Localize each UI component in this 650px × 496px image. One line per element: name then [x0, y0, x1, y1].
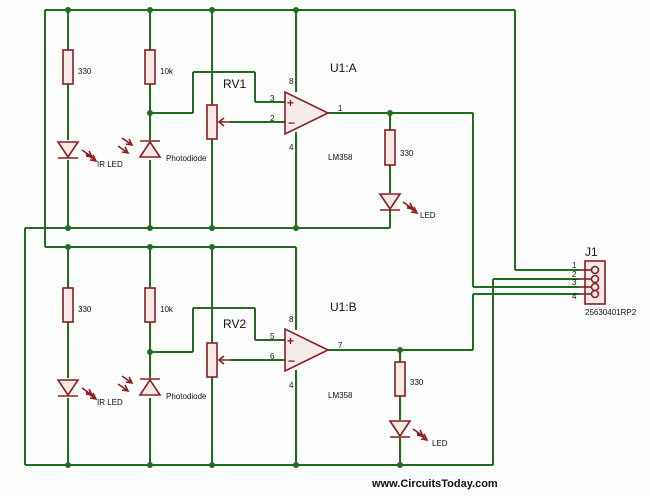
resistor-r2-top [144, 49, 156, 85]
u1b-pin-plus: 5 [270, 332, 275, 341]
u1b-part-label: LM358 [328, 391, 353, 400]
ir-led-top-label: IR LED [97, 160, 123, 169]
u1b-label: U1:B [330, 300, 357, 314]
photodiode-bottom-label: Photodiode [166, 392, 207, 401]
led-output-bottom [388, 420, 429, 442]
u1a-pin-vcc: 8 [289, 77, 294, 86]
r2-bottom-label: 10k [160, 305, 174, 314]
r3-top-label: 330 [400, 149, 414, 158]
ir-led-top [56, 141, 98, 163]
opamp-u1a-plus-sign: + [287, 96, 294, 110]
photodiode-bottom [117, 375, 162, 396]
potentiometer-rv2 [206, 342, 230, 378]
j1-pin-2: 2 [572, 270, 577, 279]
opamp-u1b [284, 327, 330, 373]
u1a-pin-gnd: 4 [289, 143, 294, 152]
opamp-u1b-minus-sign: − [288, 354, 295, 368]
u1a-pin-minus: 2 [270, 114, 275, 123]
r1-top-label: 330 [78, 67, 92, 76]
r1-bottom-label: 330 [78, 305, 92, 314]
resistor-r1-bottom [62, 287, 74, 323]
resistor-r3-top [384, 129, 396, 166]
u1b-pin-vcc: 8 [289, 315, 294, 324]
u1a-pin-plus: 3 [270, 94, 275, 103]
junction-dots [65, 7, 403, 468]
led-output-top [378, 193, 419, 215]
led-output-bottom-label: LED [432, 439, 448, 448]
u1a-part-label: LM358 [328, 153, 353, 162]
rv1-label: RV1 [223, 77, 246, 91]
bottom-circuit-wires [25, 246, 580, 466]
potentiometer-rv1 [206, 104, 230, 140]
j1-pin-1: 1 [572, 261, 577, 270]
r2-top-label: 10k [160, 67, 174, 76]
resistor-r1-top [62, 49, 74, 85]
r3-bottom-label: 330 [410, 378, 424, 387]
ir-led-bottom [56, 379, 98, 401]
photodiode-top [117, 137, 162, 158]
ir-led-bottom-label: IR LED [97, 398, 123, 407]
j1-pin-3: 3 [572, 278, 577, 287]
rv2-label: RV2 [223, 317, 246, 331]
resistor-r3-bottom [394, 361, 406, 397]
connector-j1 [580, 260, 606, 305]
u1a-pin-out: 1 [338, 104, 343, 113]
led-output-top-label: LED [420, 211, 436, 220]
opamp-u1a [284, 90, 330, 136]
u1b-pin-out: 7 [338, 341, 343, 350]
u1a-label: U1:A [330, 61, 357, 75]
j1-label: J1 [585, 245, 598, 259]
j1-pin-4: 4 [572, 292, 577, 301]
top-circuit-wires [24, 9, 580, 465]
photodiode-top-label: Photodiode [166, 154, 207, 163]
j1-part-label: 25630401RP2 [585, 308, 637, 317]
watermark: www.CircuitsToday.com [371, 478, 498, 490]
resistor-r2-bottom [144, 287, 156, 323]
opamp-u1a-minus-sign: − [288, 116, 295, 130]
u1b-pin-minus: 6 [270, 352, 275, 361]
opamp-u1b-plus-sign: + [287, 334, 294, 348]
u1b-pin-gnd: 4 [289, 381, 294, 390]
